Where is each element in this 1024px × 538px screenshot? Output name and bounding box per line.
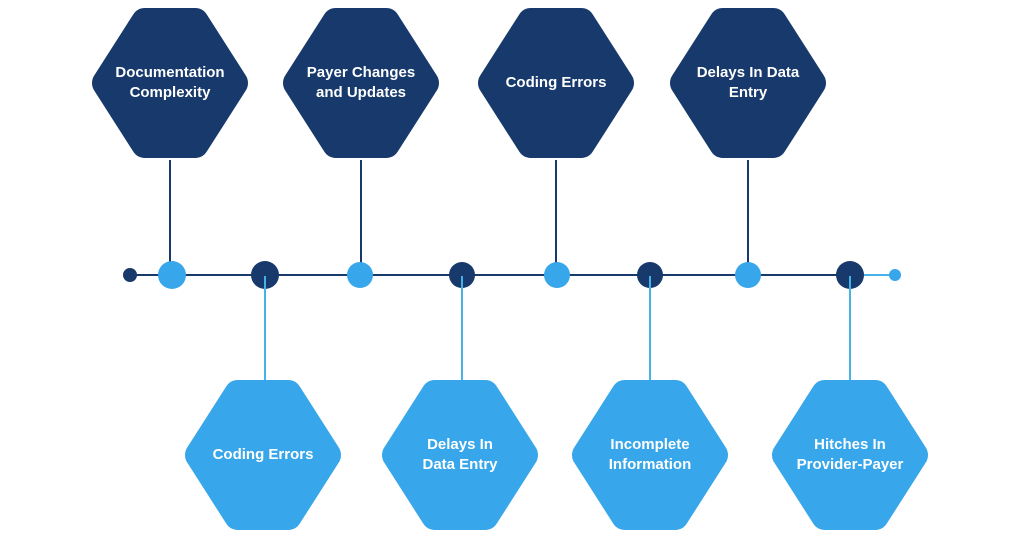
- bottom-hexagon-hitches-provider-payer: Hitches In Provider-Payer: [772, 380, 928, 530]
- hexagon-shape-icon: [572, 380, 728, 530]
- timeline-node-5: [544, 262, 570, 288]
- timeline-endpoint-left: [123, 268, 137, 282]
- hexagon-shape-icon: [478, 8, 634, 158]
- connector-bottom-4: [849, 276, 851, 384]
- top-hexagon-documentation-complexity: Documentation Complexity: [92, 8, 248, 158]
- hexagon-shape-icon: [772, 380, 928, 530]
- hexagon-label: Incomplete Information: [608, 435, 692, 473]
- connector-bottom-3: [649, 276, 651, 384]
- bottom-hexagon-delays-data-entry: Delays In Data Entry: [382, 380, 538, 530]
- hexagon-label: Coding Errors: [505, 73, 607, 91]
- connector-bottom-1: [264, 276, 266, 384]
- timeline-node-7: [735, 262, 761, 288]
- connector-top-1: [169, 160, 171, 275]
- hexagon-shape-icon: [92, 8, 248, 158]
- hexagon-label: Coding Errors: [212, 445, 314, 463]
- timeline-node-1: [158, 261, 186, 289]
- hexagon-label: Payer Changes and Updates: [306, 63, 416, 101]
- connector-bottom-2: [461, 276, 463, 384]
- hexagon-label: Delays In Data Entry: [422, 435, 498, 473]
- hexagon-shape-icon: [670, 8, 826, 158]
- hexagon-label: Hitches In Provider-Payer: [796, 435, 904, 473]
- hexagon-shape-icon: [185, 380, 341, 530]
- bottom-hexagon-incomplete-information: Incomplete Information: [572, 380, 728, 530]
- hexagon-label: Documentation Complexity: [115, 63, 225, 101]
- connector-top-4: [747, 160, 749, 275]
- timeline-endpoint-right: [889, 269, 901, 281]
- connector-top-2: [360, 160, 362, 275]
- timeline-line: [130, 274, 852, 276]
- top-hexagon-payer-changes: Payer Changes and Updates: [283, 8, 439, 158]
- hexagon-shape-icon: [283, 8, 439, 158]
- bottom-hexagon-coding-errors: Coding Errors: [185, 380, 341, 530]
- hexagon-label: Delays In Data Entry: [696, 63, 800, 101]
- timeline-node-3: [347, 262, 373, 288]
- connector-top-3: [555, 160, 557, 275]
- timeline-line-end: [852, 274, 895, 276]
- top-hexagon-coding-errors: Coding Errors: [478, 8, 634, 158]
- top-hexagon-delays-data-entry: Delays In Data Entry: [670, 8, 826, 158]
- hexagon-shape-icon: [382, 380, 538, 530]
